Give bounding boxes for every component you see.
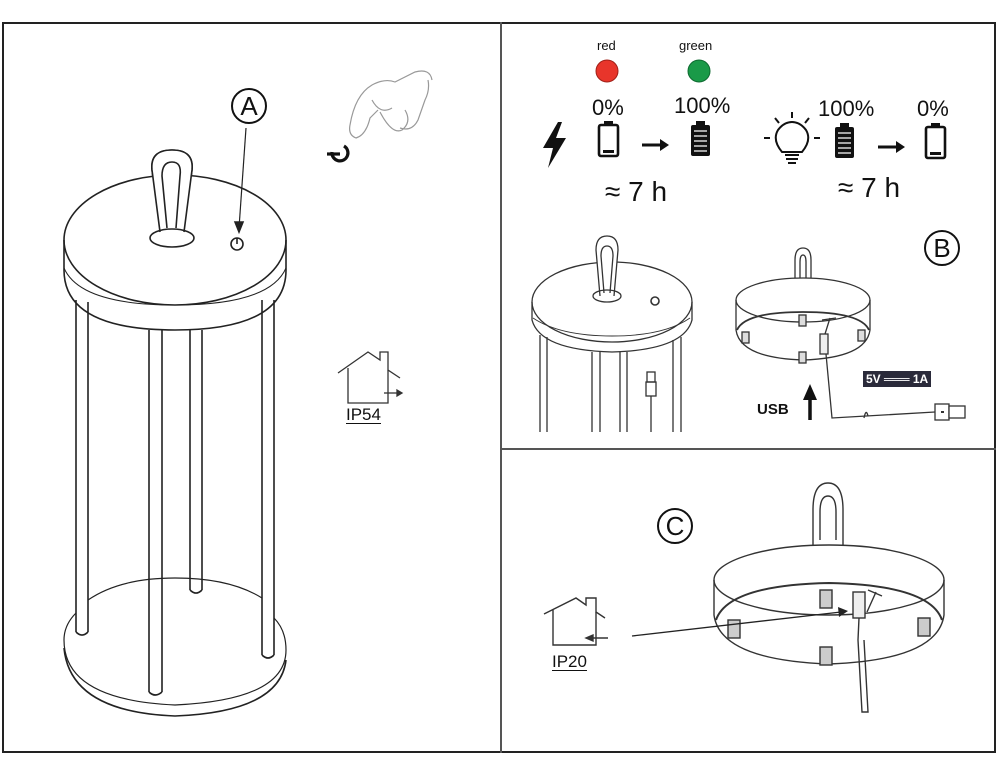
led-green-icon	[687, 59, 711, 83]
discharge-start-percent: 100%	[818, 96, 875, 121]
charge-end-percent: 100%	[674, 93, 731, 118]
panel-c-marker: C	[657, 508, 693, 544]
diagram-frame	[2, 22, 996, 753]
ip20-rating-label: IP20	[552, 652, 587, 671]
panel-divider-vertical	[500, 22, 502, 753]
led-label-red: red	[597, 38, 616, 53]
panel-c-letter: C	[665, 510, 685, 541]
battery-full-icon	[835, 123, 854, 158]
led-label-green: green	[679, 38, 713, 53]
ip54-rating-label: IP54	[346, 405, 381, 424]
usb-label: USB	[757, 401, 789, 418]
power-spec-badge: 5V ═══ 1A	[863, 371, 932, 387]
outdoor-house-icon	[543, 597, 608, 646]
charge-start-percent: 0%	[592, 95, 624, 120]
panel-divider-horizontal	[501, 448, 996, 450]
lantern-top-illustration	[531, 235, 693, 432]
lantern-base-usb-illustration	[735, 247, 966, 421]
panel-a-marker: A	[231, 88, 267, 124]
battery-full-icon	[691, 121, 710, 156]
panel-b-marker: B	[924, 230, 960, 266]
battery-empty-icon	[924, 123, 947, 160]
light-bulb-icon	[764, 112, 820, 164]
discharge-end-percent: 0%	[917, 96, 949, 121]
battery-empty-icon	[597, 121, 620, 158]
charging-bolt-icon	[543, 122, 566, 168]
panel-b-letter: B	[933, 232, 951, 263]
charge-duration: ≈ 7 h	[605, 176, 668, 207]
lantern-base-closeup-illustration	[713, 482, 945, 713]
led-red-icon	[595, 59, 619, 83]
panel-a-letter: A	[240, 90, 258, 121]
discharge-duration: ≈ 7 h	[838, 172, 901, 203]
